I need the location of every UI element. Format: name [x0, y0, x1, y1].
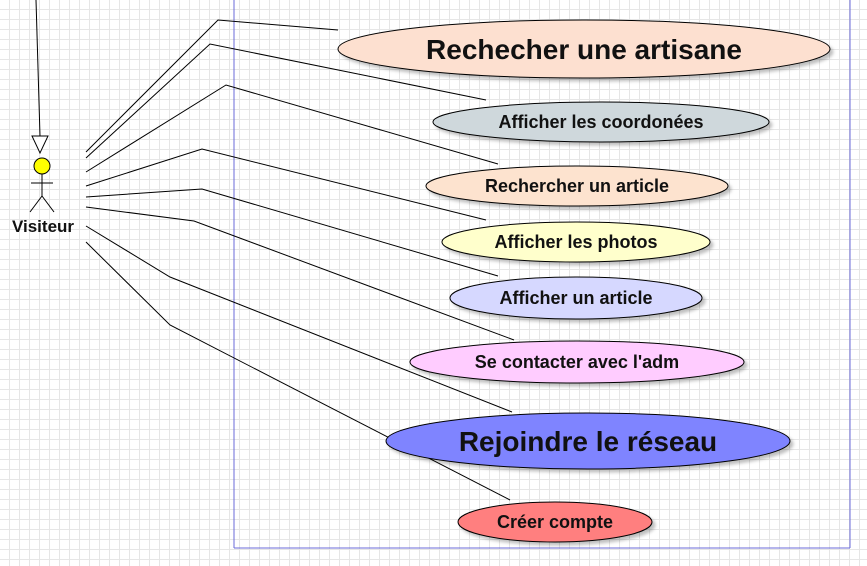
use-case-label: Rechercher un article — [485, 176, 669, 196]
actor-label: Visiteur — [12, 217, 74, 236]
use-case-creer-compte: Créer compte — [457, 501, 653, 543]
use-case-label: Rejoindre le réseau — [459, 426, 717, 457]
actor-head — [33, 157, 51, 175]
use-case-rechercher-article: Rechercher un article — [425, 165, 729, 207]
generalization-arrow — [31, 0, 49, 155]
connector-afficher-photos — [85, 148, 487, 221]
use-case-label: Rechecher une artisane — [426, 34, 742, 65]
use-case-ellipse — [337, 19, 831, 79]
use-case-afficher-photos: Afficher les photos — [441, 221, 711, 263]
use-case-rechecher-artisane: Rechecher une artisane — [337, 19, 831, 79]
use-case-ellipse — [409, 340, 745, 384]
use-case-ellipse — [457, 501, 653, 543]
use-case-label: Créer compte — [497, 512, 613, 532]
use-case-afficher-coordonees: Afficher les coordonées — [432, 101, 770, 143]
use-case-label: Afficher les photos — [494, 232, 657, 252]
connector-rechecher-artisane — [85, 19, 339, 153]
use-case-se-contacter: Se contacter avec l'adm — [409, 340, 745, 384]
connector-afficher-article — [85, 188, 499, 277]
connector-se-contacter — [85, 206, 515, 341]
use-case-ellipse — [385, 412, 791, 470]
connector-rejoindre-reseau — [85, 225, 513, 413]
connector-afficher-coordonees — [85, 43, 487, 159]
use-case-ellipse — [432, 101, 770, 143]
use-case-ellipse — [441, 221, 711, 263]
actor-visiteur: Visiteur — [12, 157, 74, 236]
use-case-ellipse — [449, 276, 703, 320]
use-case-ellipse — [425, 165, 729, 207]
use-case-label: Se contacter avec l'adm — [475, 352, 679, 372]
use-case-label: Afficher un article — [499, 288, 652, 308]
use-case-rejoindre-reseau: Rejoindre le réseau — [385, 412, 791, 470]
connector-rechercher-article — [85, 84, 499, 173]
use-case-afficher-article: Afficher un article — [449, 276, 703, 320]
use-case-label: Afficher les coordonées — [498, 112, 703, 132]
